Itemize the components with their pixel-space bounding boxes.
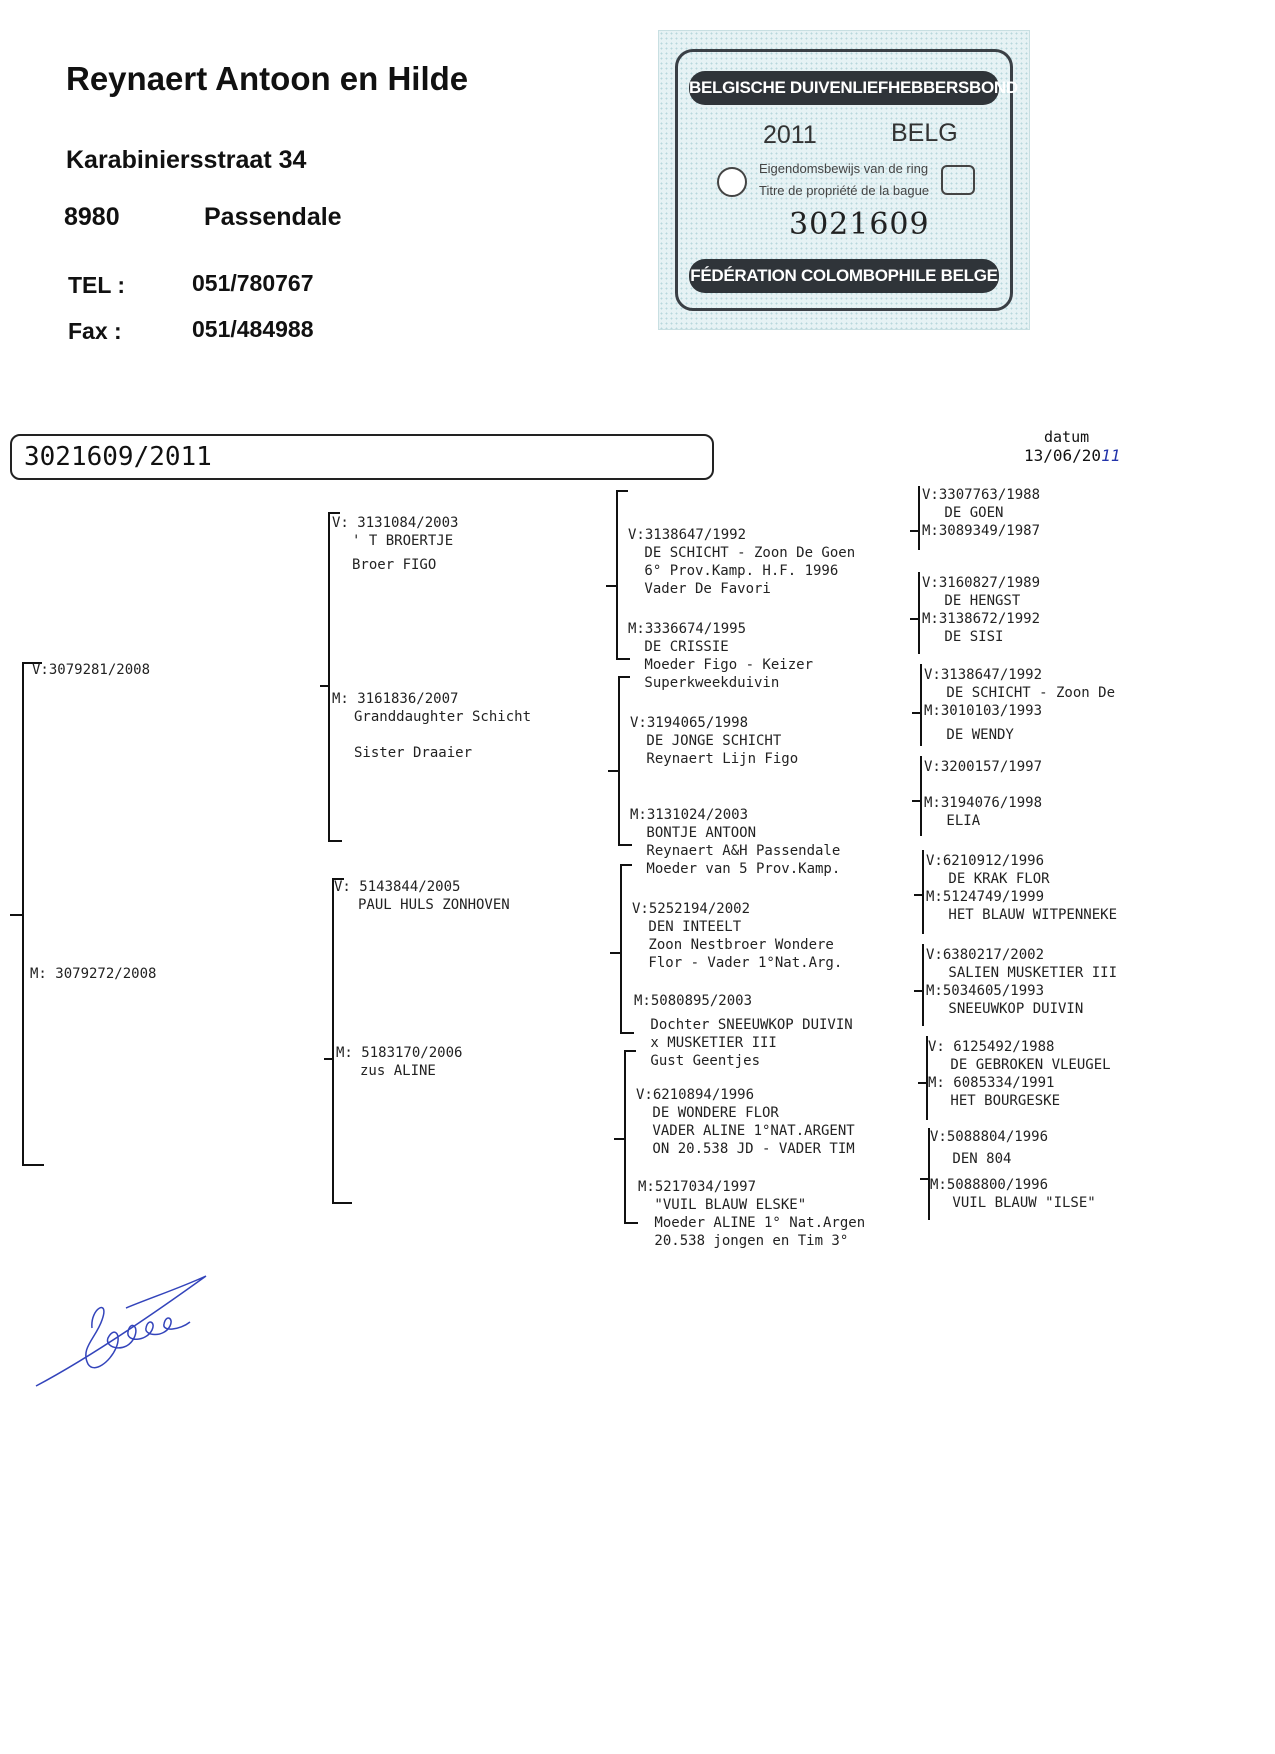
- bracket-gen3-3-top: [620, 864, 632, 866]
- bracket-gen2-b-bottom: [332, 1202, 352, 1204]
- bracket-gen4-5: [922, 850, 924, 934]
- owner-street: Karabiniersstraat 34: [66, 146, 307, 174]
- fax-label: Fax :: [68, 318, 122, 344]
- card-ring-number: 3021609: [789, 207, 930, 242]
- bracket-gen4-6-link: [914, 990, 922, 992]
- bracket-gen3-4-top: [624, 1050, 636, 1052]
- crown-icon: [941, 165, 975, 195]
- card-text-fr: Titre de propriété de la bague: [759, 183, 930, 198]
- bracket-gen2-a-link: [320, 685, 328, 687]
- card-year: 2011: [763, 121, 817, 149]
- bracket-gen2-a-bottom: [328, 840, 342, 842]
- bracket-gen2-b: [332, 878, 334, 1204]
- bracket-gen3-3-bottom: [620, 1032, 634, 1034]
- bracket-gen3-1-link: [606, 585, 616, 587]
- bracket-gen3-2: [618, 676, 620, 846]
- date-handwritten: 11: [1101, 446, 1121, 465]
- bracket-gen4-1-link: [910, 530, 918, 532]
- bracket-gen4-7: [926, 1036, 928, 1120]
- pedigree-entry-gen3-6: M:5080895/2003 Dochter SNEEUWKOP DUIVIN …: [634, 993, 853, 1069]
- bracket-gen4-6: [922, 944, 924, 1026]
- date-label: datum: [1044, 428, 1090, 446]
- bracket-gen3-4: [624, 1050, 626, 1224]
- card-top-banner: BELGISCHE DUIVENLIEFHEBBERSBOND: [689, 71, 1018, 105]
- card-frame: [675, 49, 1013, 311]
- date-value: 13/06/2011: [1024, 446, 1120, 465]
- pedigree-entry-gen3-3: V:3194065/1998 DE JONGE SCHICHT Reynaert…: [630, 715, 799, 767]
- sire-gen1: V:3079281/2008: [32, 662, 151, 678]
- bracket-gen3-4-bottom: [624, 1222, 638, 1224]
- pedigree-entry-gen3-7: V:6210894/1996 DE WONDERE FLOR VADER ALI…: [636, 1087, 855, 1157]
- punch-hole-icon: [717, 167, 747, 197]
- bracket-gen4-3-link: [912, 712, 920, 714]
- ring-ownership-card: BELGISCHE DUIVENLIEFHEBBERSBOND 2011 BEL…: [658, 30, 1030, 330]
- fax-number: 051/484988: [192, 316, 314, 342]
- bracket-gen4-8: [928, 1128, 930, 1220]
- tel-number: 051/780767: [192, 270, 314, 296]
- bracket-gen3-2-link: [608, 770, 618, 772]
- bracket-gen4-4-link: [912, 800, 920, 802]
- owner-zip: 8980: [64, 203, 120, 231]
- pedigree-entry-gen3-5: V:5252194/2002 DEN INTEELT Zoon Nestbroe…: [632, 901, 843, 971]
- owner-city: Passendale: [204, 203, 342, 231]
- bracket-gen4-4: [920, 756, 922, 836]
- bracket-gen1: [22, 662, 24, 1166]
- bracket-gen3-4-link: [614, 1138, 624, 1140]
- bracket-gen4-2: [918, 572, 920, 654]
- pedigree-entry-gen3-2: M:3336674/1995 DE CRISSIE Moeder Figo - …: [628, 621, 814, 691]
- bracket-gen4-8-link: [920, 1178, 928, 1180]
- bracket-gen4-5-link: [914, 894, 922, 896]
- pedigree-entry-gen3-4: M:3131024/2003 BONTJE ANTOON Reynaert A&…: [630, 807, 841, 877]
- card-bottom-banner: FÉDÉRATION COLOMBOPHILE BELGE: [689, 259, 999, 293]
- signature-scribble: [35, 1275, 207, 1387]
- tel-label: TEL :: [68, 272, 126, 298]
- bracket-gen3-2-top: [618, 676, 630, 678]
- card-text-nl: Eigendomsbewijs van de ring: [759, 161, 929, 176]
- bracket-gen4-1: [918, 486, 920, 550]
- bracket-gen3-1: [616, 490, 618, 660]
- bracket-gen1-top: [22, 662, 42, 664]
- bracket-gen3-2-bottom: [618, 844, 632, 846]
- bracket-gen1-link: [10, 914, 22, 916]
- bracket-gen4-7-link: [918, 1082, 926, 1084]
- bracket-gen2-b-link: [324, 1058, 332, 1060]
- pedigree-ring-box: 3021609/2011: [10, 434, 714, 480]
- dam-gen1: M: 3079272/2008: [30, 966, 157, 982]
- pedigree-entry-gen3-8: M:5217034/1997 "VUIL BLAUW ELSKE" Moeder…: [638, 1179, 866, 1249]
- bracket-gen1-bottom: [22, 1164, 44, 1166]
- bracket-gen4-2-link: [910, 618, 918, 620]
- date-printed: 13/06/20: [1024, 446, 1102, 465]
- bracket-gen3-1-top: [616, 490, 628, 492]
- pedigree-entry-gen3-1: V:3138647/1992 DE SCHICHT - Zoon De Goen…: [628, 527, 856, 597]
- bracket-gen3-1-bottom: [616, 658, 630, 660]
- bracket-gen2-a-top: [328, 512, 340, 514]
- owner-name: Reynaert Antoon en Hilde: [66, 60, 469, 97]
- bracket-gen3-3: [620, 864, 622, 1034]
- bracket-gen2-a: [328, 512, 330, 842]
- bracket-gen2-b-top: [332, 878, 344, 880]
- bracket-gen4-3: [920, 664, 922, 746]
- bracket-gen3-3-link: [610, 952, 620, 954]
- card-country: BELG: [891, 119, 958, 147]
